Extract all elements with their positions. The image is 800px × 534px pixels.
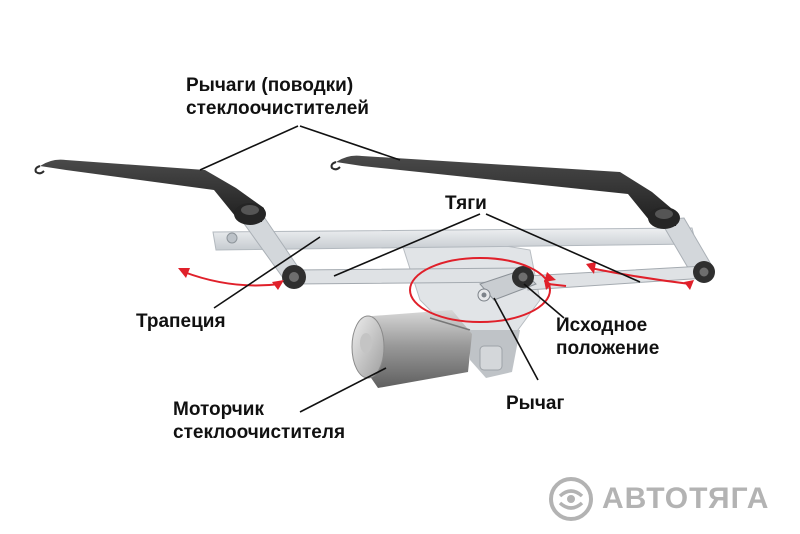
label-lever: Рычаг	[506, 393, 565, 414]
left-rod-joint	[282, 265, 306, 289]
leader-initial-position	[523, 283, 565, 319]
leader-lever	[493, 297, 539, 381]
right-rod-joint	[693, 261, 715, 283]
initial-position-arrow	[544, 280, 567, 290]
label-motor-line1: Моторчик	[173, 399, 264, 420]
label-wiper-arms-line2: стеклоочистителей	[186, 98, 369, 119]
autotyaga-logo-icon	[549, 477, 593, 521]
label-wiper-arms-line1: Рычаги (поводки)	[186, 75, 354, 96]
left-swing-arrow	[178, 268, 284, 290]
leader-trapezoid	[213, 236, 321, 309]
left-wiper-arm	[34, 159, 266, 225]
label-motor: Моторчик стеклоочистителя	[173, 398, 345, 444]
label-initial-position-line1: Исходное	[556, 315, 648, 336]
label-initial-position-line2: положение	[556, 338, 660, 359]
label-trapezoid: Трапеция	[136, 311, 226, 332]
brand-watermark: АВТОТЯГА	[548, 476, 769, 522]
label-initial-position: Исходное положение	[556, 314, 659, 360]
crank-rotation-arrow	[409, 257, 556, 323]
leader-rods-left	[333, 213, 481, 277]
crank-joint	[512, 266, 534, 288]
right-swing-arrow	[586, 262, 694, 290]
leader-lines	[199, 125, 641, 413]
label-wiper-arms: Рычаги (поводки) стеклоочистителей	[186, 74, 369, 120]
upper-linkage-bar	[212, 227, 697, 251]
leader-motor	[299, 367, 387, 413]
leader-rods-right	[485, 213, 641, 283]
right-wiper-arm	[330, 155, 680, 229]
label-motor-line2: стеклоочистителя	[173, 422, 346, 443]
leader-arms-right	[299, 125, 401, 161]
brand-name: АВТОТЯГА	[602, 482, 770, 515]
leader-arms-left	[199, 125, 299, 171]
label-rods: Тяги	[445, 193, 487, 214]
